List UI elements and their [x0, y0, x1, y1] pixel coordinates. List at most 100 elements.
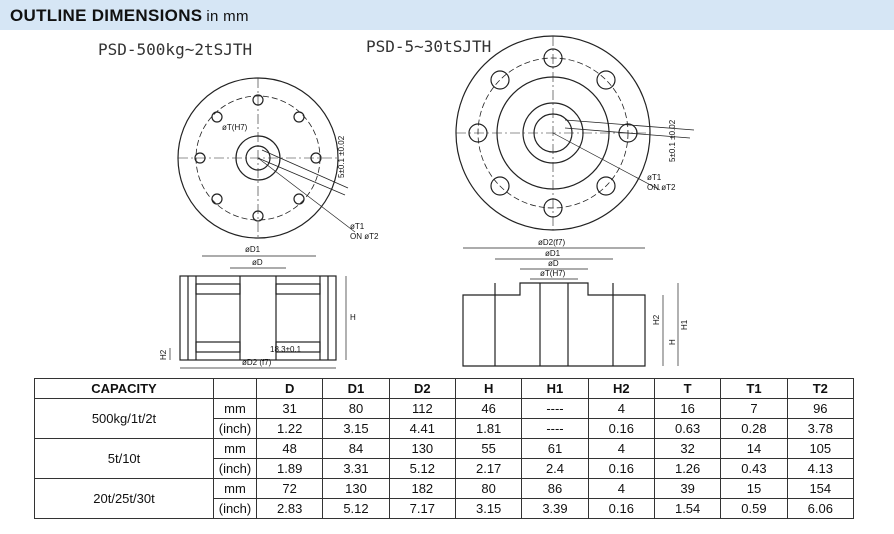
value-cell: ---- [521, 398, 589, 419]
value-cell: 7.17 [388, 498, 456, 519]
value-cell: 0.59 [720, 498, 788, 519]
right-label-h: H [668, 339, 677, 345]
left-label-dim: 18.3±0.1 [270, 345, 302, 354]
value-cell: 7 [720, 398, 788, 419]
right-label-key: 5±0.1 ±0.02 [668, 119, 677, 162]
value-cell: 4 [587, 478, 655, 499]
value-cell: 15 [720, 478, 788, 499]
right-drawing-title: PSD-5~30tSJTH [366, 37, 492, 56]
value-cell: 0.43 [720, 458, 788, 479]
value-cell: 48 [255, 438, 324, 459]
right-top-view [455, 35, 695, 231]
value-cell: 1.22 [255, 418, 324, 439]
capacity-cell: 20t/25t/30t [34, 478, 214, 519]
right-label-h2: H2 [652, 314, 661, 325]
right-label-h1: H1 [680, 319, 689, 330]
table-row: 20t/25t/30t mm 72 130 182 80 86 4 39 15 … [34, 478, 855, 519]
value-cell: 32 [653, 438, 722, 459]
header-h: H [454, 378, 523, 399]
value-cell: 2.4 [521, 458, 589, 479]
left-label-h2: H2 [159, 349, 168, 360]
header-h2: H2 [587, 378, 655, 399]
value-cell: 154 [786, 478, 855, 499]
value-cell: 0.16 [587, 458, 655, 479]
header-unit [213, 378, 257, 399]
capacity-cell: 500kg/1t/2t [34, 398, 214, 439]
value-cell: 0.16 [587, 418, 655, 439]
table-header-row: CAPACITY D D1 D2 H H1 H2 T T1 T2 [34, 378, 855, 399]
unit-cell: (inch) [213, 418, 257, 439]
value-cell: 3.31 [322, 458, 390, 479]
value-cell: 96 [786, 398, 855, 419]
value-cell: 14 [720, 438, 788, 459]
left-label-th: øT(H7) [222, 123, 248, 132]
value-cell: 3.15 [454, 498, 523, 519]
left-top-view [177, 77, 356, 239]
left-label-h: H [350, 313, 356, 322]
left-label-t2: ON øT2 [350, 232, 379, 241]
unit-suffix: in mm [206, 8, 249, 25]
value-cell: 130 [322, 478, 390, 499]
value-cell: 31 [255, 398, 324, 419]
value-cell: 4 [587, 398, 655, 419]
value-cell: 130 [388, 438, 456, 459]
header-t: T [653, 378, 722, 399]
value-cell: 6.06 [786, 498, 855, 519]
value-cell: 0.16 [587, 498, 655, 519]
technical-drawings: øT(H7) 5±0.1 ±0.02 øT1 ON øT2 øD1 øD H H… [159, 35, 695, 369]
right-label-th: øT(H7) [540, 269, 566, 278]
value-cell: 1.54 [653, 498, 722, 519]
value-cell: 39 [653, 478, 722, 499]
unit-cell: mm [213, 478, 257, 499]
header-d1: D1 [322, 378, 390, 399]
value-cell: 86 [521, 478, 589, 499]
left-label-d2: øD2 (f7) [242, 358, 272, 367]
value-cell: 5.12 [322, 498, 390, 519]
value-cell: 105 [786, 438, 855, 459]
value-cell: 3.15 [322, 418, 390, 439]
value-cell: ---- [521, 418, 589, 439]
value-cell: 46 [454, 398, 523, 419]
left-label-d1: øD1 [245, 245, 261, 254]
header-h1: H1 [521, 378, 589, 399]
value-cell: 4.41 [388, 418, 456, 439]
table-row: 5t/10t mm 48 84 130 55 61 4 32 14 105 [34, 438, 855, 479]
value-cell: 112 [388, 398, 456, 419]
left-drawing-title: PSD-500kg~2tSJTH [98, 40, 253, 59]
value-cell: 0.63 [653, 418, 722, 439]
value-cell: 80 [454, 478, 523, 499]
capacity-cell: 5t/10t [34, 438, 214, 479]
value-cell: 3.78 [786, 418, 855, 439]
table-row: (inch) 2.83 5.12 7.17 3.15 3.39 0.16 1.5… [35, 498, 855, 519]
unit-cell: mm [213, 398, 257, 419]
right-label-d: øD [548, 259, 559, 268]
value-cell: 2.83 [255, 498, 324, 519]
header-d: D [255, 378, 324, 399]
value-cell: 4 [587, 438, 655, 459]
unit-cell: mm [213, 438, 257, 459]
left-label-d: øD [252, 258, 263, 267]
value-cell: 5.12 [388, 458, 456, 479]
right-side-view [462, 247, 679, 367]
right-label-d1: øD1 [545, 249, 561, 258]
value-cell: 182 [388, 478, 456, 499]
header-t1: T1 [720, 378, 788, 399]
value-cell: 55 [454, 438, 523, 459]
table-row: (inch) 1.22 3.15 4.41 1.81 ---- 0.16 0.6… [35, 418, 855, 439]
value-cell: 1.89 [255, 458, 324, 479]
left-side-view [169, 255, 347, 369]
value-cell: 4.13 [786, 458, 855, 479]
left-label-t1: øT1 [350, 222, 365, 231]
right-label-t1: øT1 [647, 173, 662, 182]
value-cell: 80 [322, 398, 390, 419]
section-title-text: OUTLINE DIMENSIONS [10, 6, 203, 25]
header-d2: D2 [388, 378, 456, 399]
value-cell: 72 [255, 478, 324, 499]
unit-cell: (inch) [213, 458, 257, 479]
table-row: 500kg/1t/2t mm 31 80 112 46 ---- 4 16 7 … [34, 398, 855, 439]
value-cell: 3.39 [521, 498, 589, 519]
right-label-t2: ON øT2 [647, 183, 676, 192]
value-cell: 2.17 [454, 458, 523, 479]
